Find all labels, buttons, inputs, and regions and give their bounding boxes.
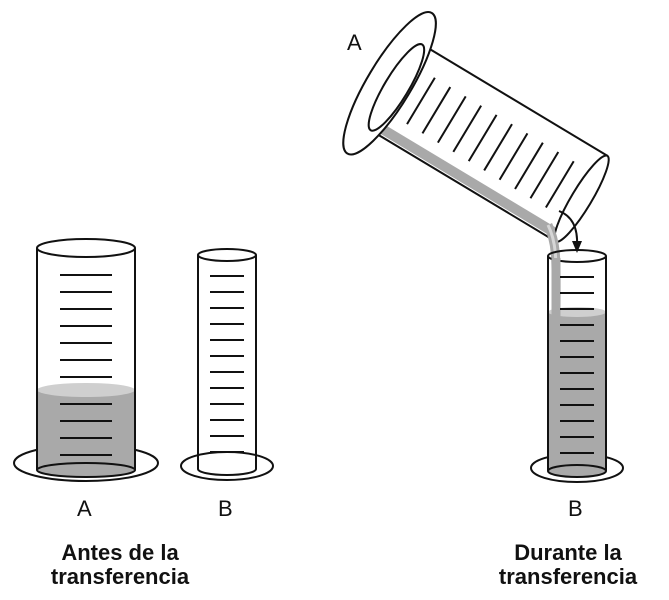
label-b-during: B: [568, 496, 583, 521]
cylinder-a-graduations: [60, 274, 112, 456]
cylinder-a-before: [13, 238, 159, 482]
caption-before: Antes de la transferencia: [20, 541, 220, 589]
pour-arrow-head: [572, 241, 582, 253]
cylinder-b-before: [180, 248, 274, 481]
label-a-during: A: [347, 30, 362, 55]
cylinder-b-during-liquid: [548, 312, 606, 471]
cylinder-a-liquid-surface: [37, 383, 135, 397]
cylinder-a-rim: [36, 238, 136, 258]
caption-before-line1: Antes de la: [61, 540, 179, 565]
label-b-before: B: [218, 496, 233, 521]
pouring-liquid: [371, 119, 563, 240]
pouring-cylinder-graduations: [406, 77, 575, 209]
cylinder-b-graduations: [210, 275, 244, 453]
cylinder-b-during: [530, 249, 624, 483]
caption-during: Durante la transferencia: [469, 541, 667, 589]
cylinder-a-pouring: [342, 11, 610, 243]
caption-during-line1: Durante la: [514, 540, 622, 565]
cylinder-b-rim: [197, 248, 257, 262]
label-a-before: A: [77, 496, 92, 521]
cylinder-b-during-graduations: [560, 276, 594, 454]
caption-before-line2: transferencia: [50, 564, 190, 589]
cylinder-a-liquid: [37, 390, 135, 470]
caption-during-line2: transferencia: [498, 564, 638, 589]
cylinder-b-during-rim: [547, 249, 607, 263]
